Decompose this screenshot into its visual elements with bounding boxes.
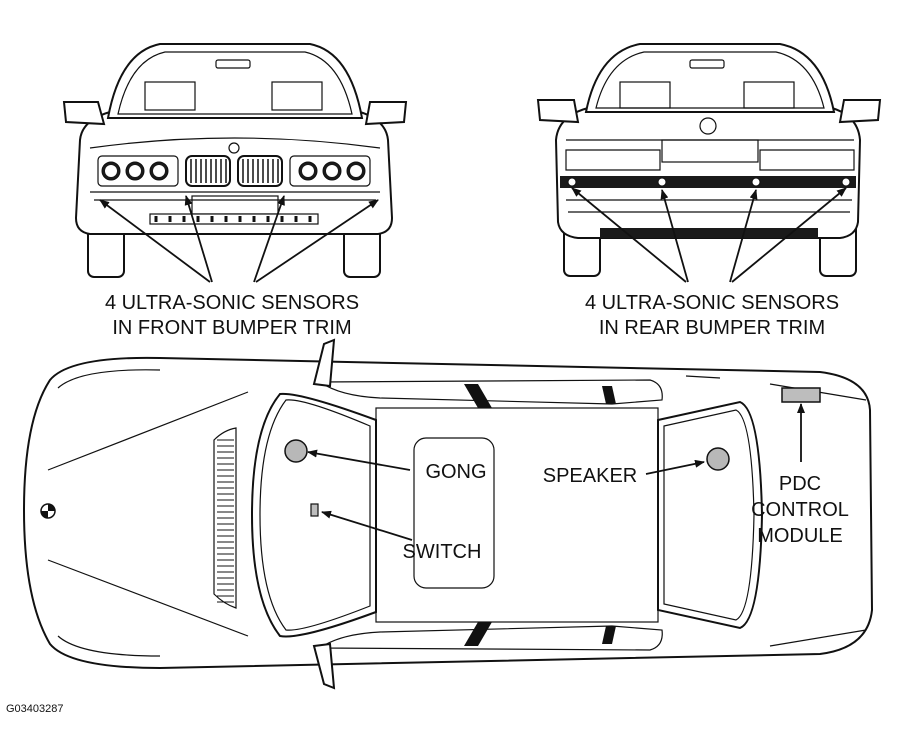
- front-sensors-label-line1: 4 ULTRA-SONIC SENSORS: [105, 292, 359, 314]
- grille-left: [185, 155, 231, 187]
- sunroof: [413, 437, 495, 589]
- speaker-component: [706, 447, 730, 471]
- switch-label: SWITCH: [403, 541, 482, 563]
- pdc-control-module-box: [781, 387, 821, 403]
- gong-component: [284, 439, 308, 463]
- rear-sensor-arrows: [571, 187, 847, 283]
- rear-car-view: [536, 43, 882, 277]
- rear-sensors-label-line1: 4 ULTRA-SONIC SENSORS: [585, 292, 839, 314]
- speaker-label: SPEAKER: [543, 465, 637, 487]
- figure-code: G03403287: [6, 703, 64, 715]
- rear-left-mirror: [536, 99, 580, 124]
- top-car-view: [22, 338, 874, 690]
- speaker-arrow: [645, 459, 705, 475]
- gong-label: GONG: [425, 461, 486, 483]
- switch-arrow: [321, 510, 413, 541]
- switch-component: [310, 503, 319, 517]
- rear-sensors-label-line2: IN REAR BUMPER TRIM: [599, 317, 825, 339]
- front-left-mirror: [62, 101, 106, 126]
- pdc-module-label-line2: CONTROL: [751, 499, 849, 521]
- front-right-mirror: [364, 101, 408, 126]
- top-rear-window: [657, 400, 764, 630]
- pdc-module-label-line1: PDC: [779, 473, 821, 495]
- pdc-module-label-line3: MODULE: [757, 525, 843, 547]
- top-left-mirror: [312, 338, 336, 388]
- rear-window: [584, 43, 836, 113]
- top-right-mirror: [312, 642, 336, 690]
- front-sensor-arrows: [99, 195, 379, 283]
- front-car-view: [62, 43, 408, 278]
- rear-right-mirror: [838, 99, 882, 124]
- rear-body: [554, 107, 862, 239]
- rear-bumper-strip: [560, 176, 856, 188]
- front-sensors-label-line2: IN FRONT BUMPER TRIM: [112, 317, 351, 339]
- grille-right: [237, 155, 283, 187]
- gong-arrow: [307, 449, 411, 471]
- front-windshield: [106, 43, 364, 119]
